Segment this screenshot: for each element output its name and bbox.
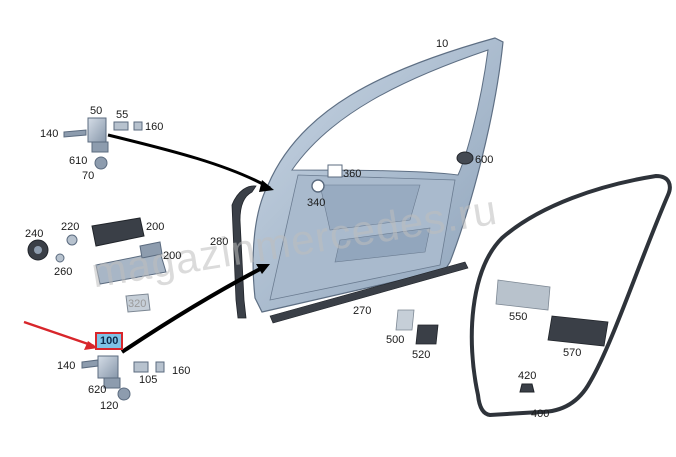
red-pointer-arrow xyxy=(23,320,98,350)
label-160-lower[interactable]: 160 xyxy=(172,365,191,377)
cover-plate-550[interactable] xyxy=(495,279,551,311)
label-70[interactable]: 70 xyxy=(82,170,95,182)
label-10[interactable]: 10 xyxy=(436,38,449,50)
label-570[interactable]: 570 xyxy=(563,347,582,359)
label-240[interactable]: 240 xyxy=(25,228,44,240)
label-200-lower[interactable]: 200 xyxy=(163,250,182,262)
label-320[interactable]: 320 xyxy=(128,298,147,310)
label-220[interactable]: 220 xyxy=(61,221,80,233)
label-520[interactable]: 520 xyxy=(412,349,431,361)
label-270[interactable]: 270 xyxy=(353,305,372,317)
pad-520[interactable] xyxy=(415,324,439,345)
label-400[interactable]: 400 xyxy=(531,408,550,420)
label-600[interactable]: 600 xyxy=(475,154,494,166)
lower-hinge-part[interactable] xyxy=(81,264,270,401)
door-seal-part[interactable] xyxy=(469,173,672,418)
belt-molding-part[interactable] xyxy=(269,261,469,324)
label-55[interactable]: 55 xyxy=(116,109,129,121)
label-280[interactable]: 280 xyxy=(210,236,229,248)
label-140-upper[interactable]: 140 xyxy=(40,128,59,140)
window-channel-part[interactable] xyxy=(231,185,257,319)
label-550[interactable]: 550 xyxy=(509,311,528,323)
label-340[interactable]: 340 xyxy=(307,197,326,209)
part-340[interactable] xyxy=(311,179,325,193)
label-420[interactable]: 420 xyxy=(518,370,537,382)
cover-plate-570[interactable] xyxy=(547,315,609,347)
plug-600[interactable] xyxy=(456,151,474,165)
door-lock-part[interactable] xyxy=(27,217,167,313)
clip-420[interactable] xyxy=(519,383,535,393)
label-500[interactable]: 500 xyxy=(386,334,405,346)
label-360[interactable]: 360 xyxy=(343,168,362,180)
label-620[interactable]: 620 xyxy=(88,384,107,396)
upper-hinge-part[interactable] xyxy=(63,117,274,192)
part-360[interactable] xyxy=(327,164,343,178)
label-200-upper[interactable]: 200 xyxy=(146,221,165,233)
label-140-lower[interactable]: 140 xyxy=(57,360,76,372)
label-260[interactable]: 260 xyxy=(54,266,73,278)
door-frame-part[interactable] xyxy=(252,37,504,313)
label-50[interactable]: 50 xyxy=(90,105,103,117)
label-100-highlighted[interactable]: 100 xyxy=(94,332,124,350)
label-160-upper[interactable]: 160 xyxy=(145,121,164,133)
pad-500[interactable] xyxy=(395,309,415,331)
label-120[interactable]: 120 xyxy=(100,400,119,412)
label-610[interactable]: 610 xyxy=(69,155,88,167)
label-105[interactable]: 105 xyxy=(139,374,158,386)
